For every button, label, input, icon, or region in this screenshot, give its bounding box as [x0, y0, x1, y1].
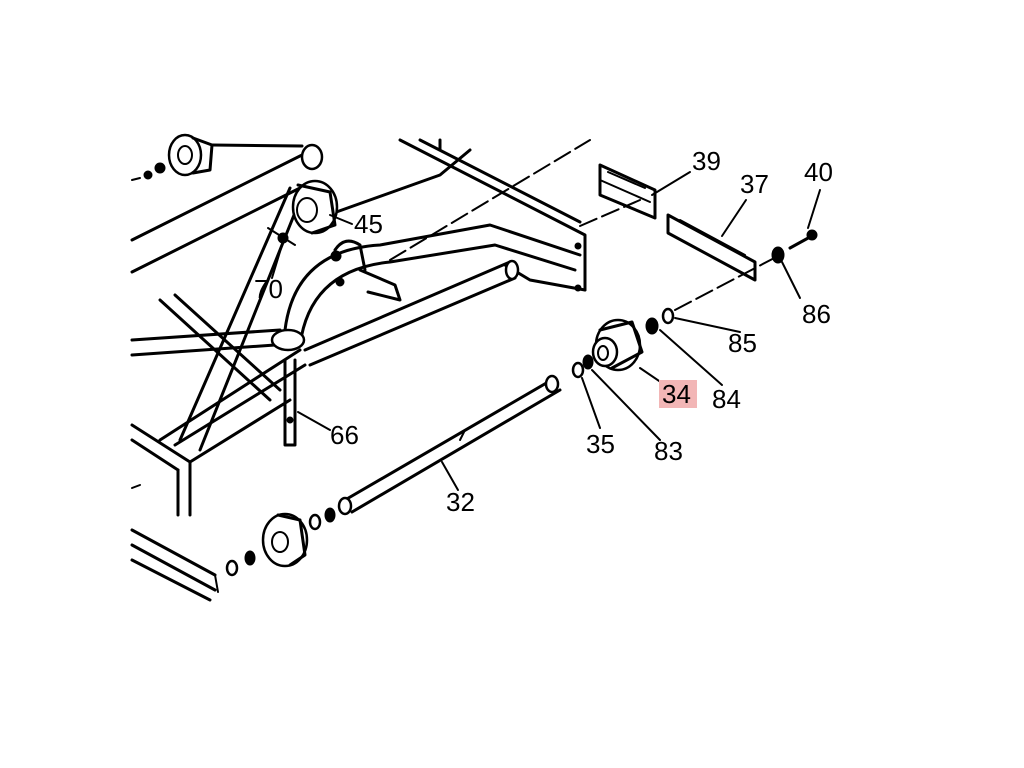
pulley-lower-left: [225, 507, 336, 577]
label-86[interactable]: 86: [802, 299, 831, 329]
label-66[interactable]: 66: [330, 420, 359, 450]
label-85[interactable]: 85: [728, 328, 757, 358]
part-labels: 39 37 40 45 70 86 85 34 84 66 35 83 32: [254, 146, 833, 517]
label-32[interactable]: 32: [446, 487, 475, 517]
label-35[interactable]: 35: [586, 429, 615, 459]
label-37[interactable]: 37: [740, 169, 769, 199]
washer-86: [771, 246, 785, 264]
label-45[interactable]: 45: [354, 209, 383, 239]
label-34[interactable]: 34: [662, 379, 691, 409]
highlight-34: [659, 380, 697, 408]
label-40[interactable]: 40: [804, 157, 833, 187]
shaft-32: [337, 374, 562, 516]
leader-lines: [271, 171, 821, 491]
washer-83: [582, 354, 594, 370]
label-70[interactable]: 70: [254, 274, 283, 304]
pulley-34: [591, 318, 644, 372]
frame-assembly: [130, 133, 591, 602]
label-83[interactable]: 83: [654, 436, 683, 466]
label-84[interactable]: 84: [712, 384, 741, 414]
washer-84: [645, 317, 659, 335]
bolt-40: [788, 229, 818, 250]
label-39[interactable]: 39: [692, 146, 721, 176]
washer-85: [661, 307, 675, 325]
washer-35: [571, 361, 585, 379]
bracket-39: [598, 163, 657, 220]
plate-37: [666, 213, 757, 282]
